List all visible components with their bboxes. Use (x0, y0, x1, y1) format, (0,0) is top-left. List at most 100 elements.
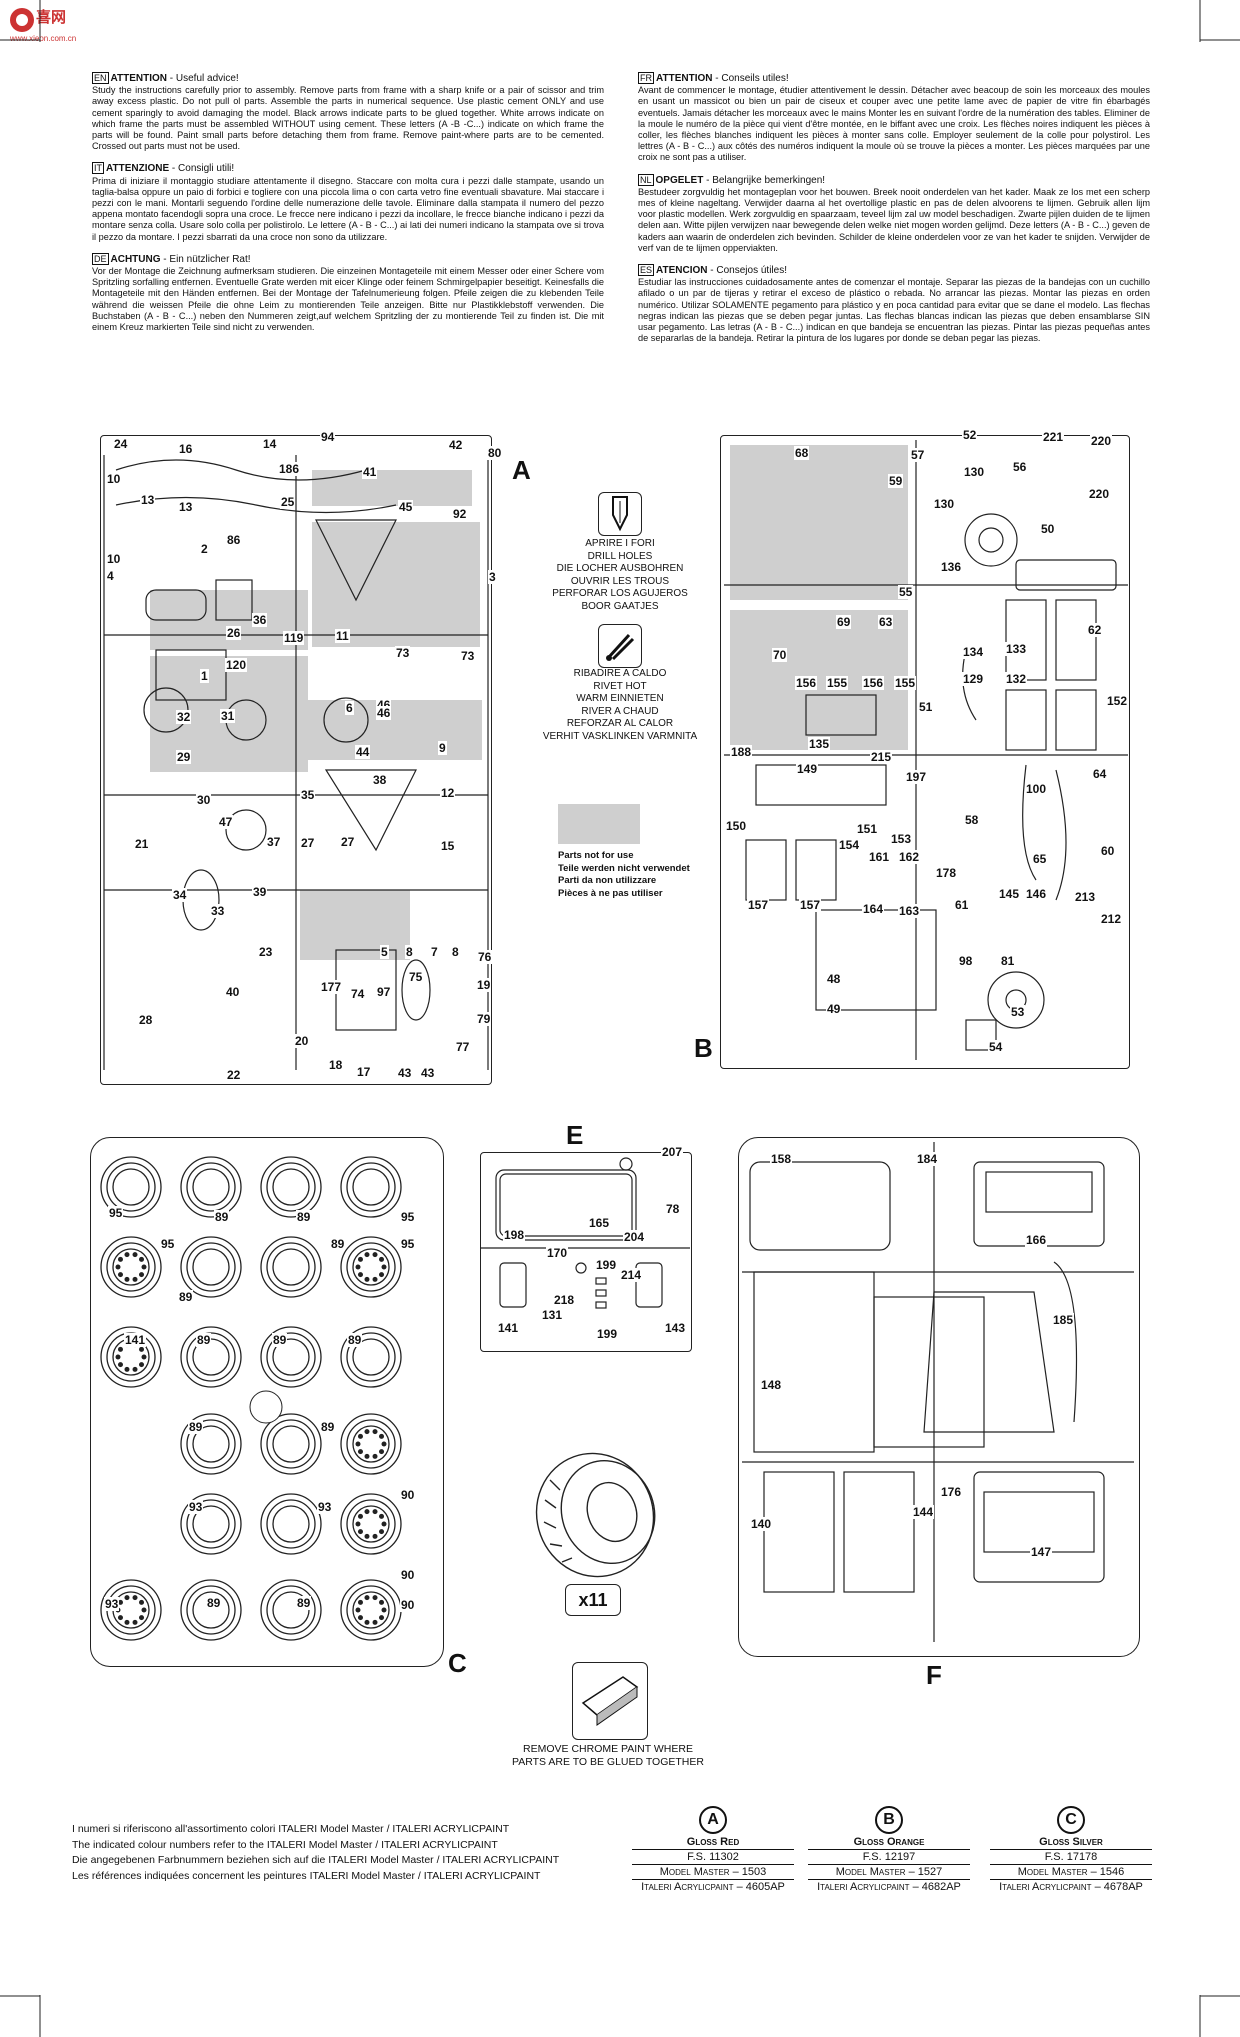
part-number: 65 (1032, 852, 1048, 866)
legend-line: RIBADIRE A CALDO (573, 668, 667, 679)
part-number: 80 (487, 446, 503, 460)
part-number: 60 (1100, 844, 1116, 858)
part-number: 22 (226, 1068, 242, 1082)
language-code: EN (92, 72, 109, 84)
language-code: FR (638, 72, 654, 84)
part-number: 95 (160, 1237, 176, 1251)
legend-line: Parts not for use (558, 850, 634, 861)
drill-icon (612, 496, 628, 532)
hub-wheel (340, 1493, 402, 1555)
part-number: 214 (620, 1268, 643, 1282)
legend-line: Parti da non utilizzare (558, 875, 657, 886)
part-number: 144 (912, 1505, 935, 1519)
part-number: 89 (178, 1290, 194, 1304)
part-number: 165 (588, 1216, 611, 1230)
drill-icon-box (598, 492, 642, 536)
part-number: 100 (1025, 782, 1048, 796)
part-number: 188 (730, 745, 753, 759)
part-number: 204 (623, 1230, 646, 1244)
unused-area (312, 522, 480, 647)
part-number: 218 (553, 1293, 576, 1307)
paint-model-master: Model Master – 1546 (990, 1865, 1152, 1880)
part-number: 40 (225, 985, 241, 999)
part-number: 131 (541, 1308, 564, 1322)
instruction-subtitle: - Ein nützlicher Rat! (160, 253, 251, 265)
instruction-title: ACHTUNG (110, 253, 161, 265)
part-number: 199 (595, 1258, 618, 1272)
part-number: 17 (356, 1065, 372, 1079)
sprue-b-letter: B (694, 1033, 713, 1063)
paint-letter: C (1057, 1806, 1085, 1834)
part-number: 157 (799, 898, 822, 912)
hub-wheel (340, 1413, 402, 1475)
part-number: 27 (340, 835, 356, 849)
part-number: 5 (380, 945, 389, 959)
part-number: 38 (372, 773, 388, 787)
wheel-rim (180, 1413, 242, 1475)
part-number: 93 (317, 1500, 333, 1514)
part-number: 156 (795, 676, 818, 690)
legend-line: VERHIT VASKLINKEN VARMNITA (542, 730, 698, 742)
part-number: 97 (376, 985, 392, 999)
legend-line: RIVET HOT (593, 680, 647, 692)
part-number: 73 (460, 649, 476, 663)
part-number: 79 (476, 1012, 492, 1026)
part-number: 95 (400, 1210, 416, 1224)
part-number: 98 (958, 954, 974, 968)
paint-model-master: Model Master – 1503 (632, 1865, 794, 1880)
part-number: 221 (1042, 430, 1065, 444)
sprue-c-letter: C (448, 1648, 467, 1678)
wheel-rim (260, 1493, 322, 1555)
part-number: 149 (796, 762, 819, 776)
part-number: 11 (335, 629, 350, 643)
part-number: 176 (940, 1485, 963, 1499)
instruction-text: Prima di iniziare il montaggio studiare … (92, 175, 604, 242)
part-number: 29 (176, 750, 192, 764)
part-number: 35 (300, 788, 316, 802)
part-number: 48 (826, 972, 842, 986)
part-number: 148 (760, 1378, 783, 1392)
sprue-e-letter: E (566, 1120, 584, 1150)
part-number: 161 (868, 850, 891, 864)
chrome-part-icon (581, 1676, 639, 1726)
part-number: 199 (596, 1327, 619, 1341)
part-number: 21 (134, 837, 150, 851)
language-code: DE (92, 252, 109, 265)
part-number: 154 (838, 838, 861, 852)
part-number: 132 (1005, 672, 1028, 686)
part-number: 170 (546, 1246, 569, 1260)
part-number: 54 (988, 1040, 1004, 1054)
part-number: 75 (408, 970, 424, 984)
part-number: 141 (497, 1321, 520, 1335)
paint-name: Gloss Red (632, 1836, 794, 1850)
instruction-subtitle: - Useful advice! (167, 73, 239, 84)
instruction-subtitle: - Consejos útiles! (707, 265, 787, 277)
not-used-swatch (558, 804, 640, 844)
part-number: 47 (218, 815, 234, 829)
part-number: 213 (1074, 890, 1097, 904)
instruction-text: Study the instructions carefully prior t… (92, 85, 604, 152)
part-number: 23 (258, 945, 274, 959)
wheel-rim (180, 1493, 242, 1555)
part-number: 212 (1100, 912, 1123, 926)
hub-wheel (100, 1236, 162, 1298)
part-number: 34 (172, 888, 188, 902)
part-number: 74 (350, 987, 366, 1001)
part-number: 143 (664, 1321, 687, 1335)
part-number: 158 (770, 1152, 793, 1166)
rivet-icon-box (598, 624, 642, 668)
sprue-f-letter: F (926, 1660, 942, 1690)
part-number: 19 (476, 978, 492, 992)
part-number: 55 (898, 585, 914, 599)
wheel-rim (260, 1413, 322, 1475)
part-number: 140 (750, 1517, 773, 1531)
unused-area (730, 445, 908, 600)
